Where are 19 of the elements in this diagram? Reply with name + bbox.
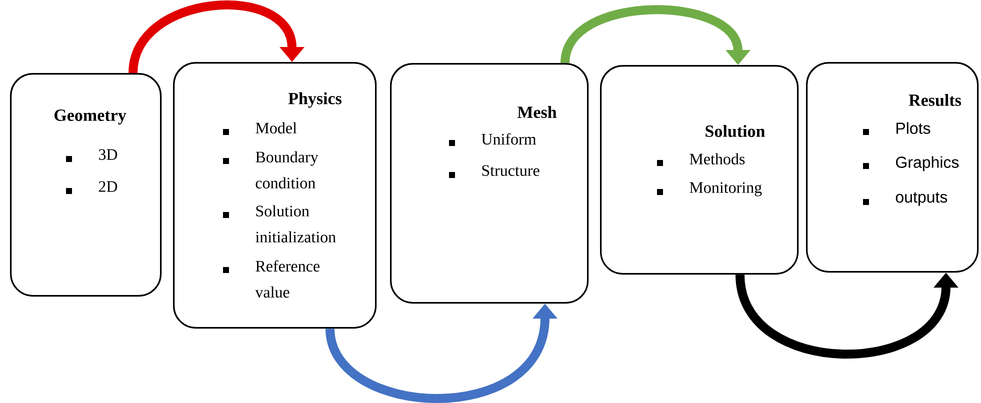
curved-arrow [128,0,304,74]
bullet-item: outputs [863,192,948,206]
bullet-item: Model [223,122,297,135]
box-heading: Results [908,94,962,106]
box-heading: Geometry [54,110,126,124]
box-heading: Solution [706,125,765,137]
bullet-item: Uniform [449,133,536,146]
bullet-item: Graphics [863,156,959,172]
box-heading: Mesh [517,106,557,118]
box-heading: Physics [288,92,342,108]
bullet-item: 2D [66,181,118,194]
bullet-item: Structure [449,165,540,178]
bullet-item: Solution initialization [223,205,336,242]
bullet-item: Methods [657,153,745,166]
bullet-item: Reference value [223,260,320,298]
bullet-item: Monitoring [657,182,762,196]
bullet-item: 3D [66,149,118,162]
bullet-item: Plots [863,122,930,135]
bullet-item: Boundary condition [223,151,318,188]
